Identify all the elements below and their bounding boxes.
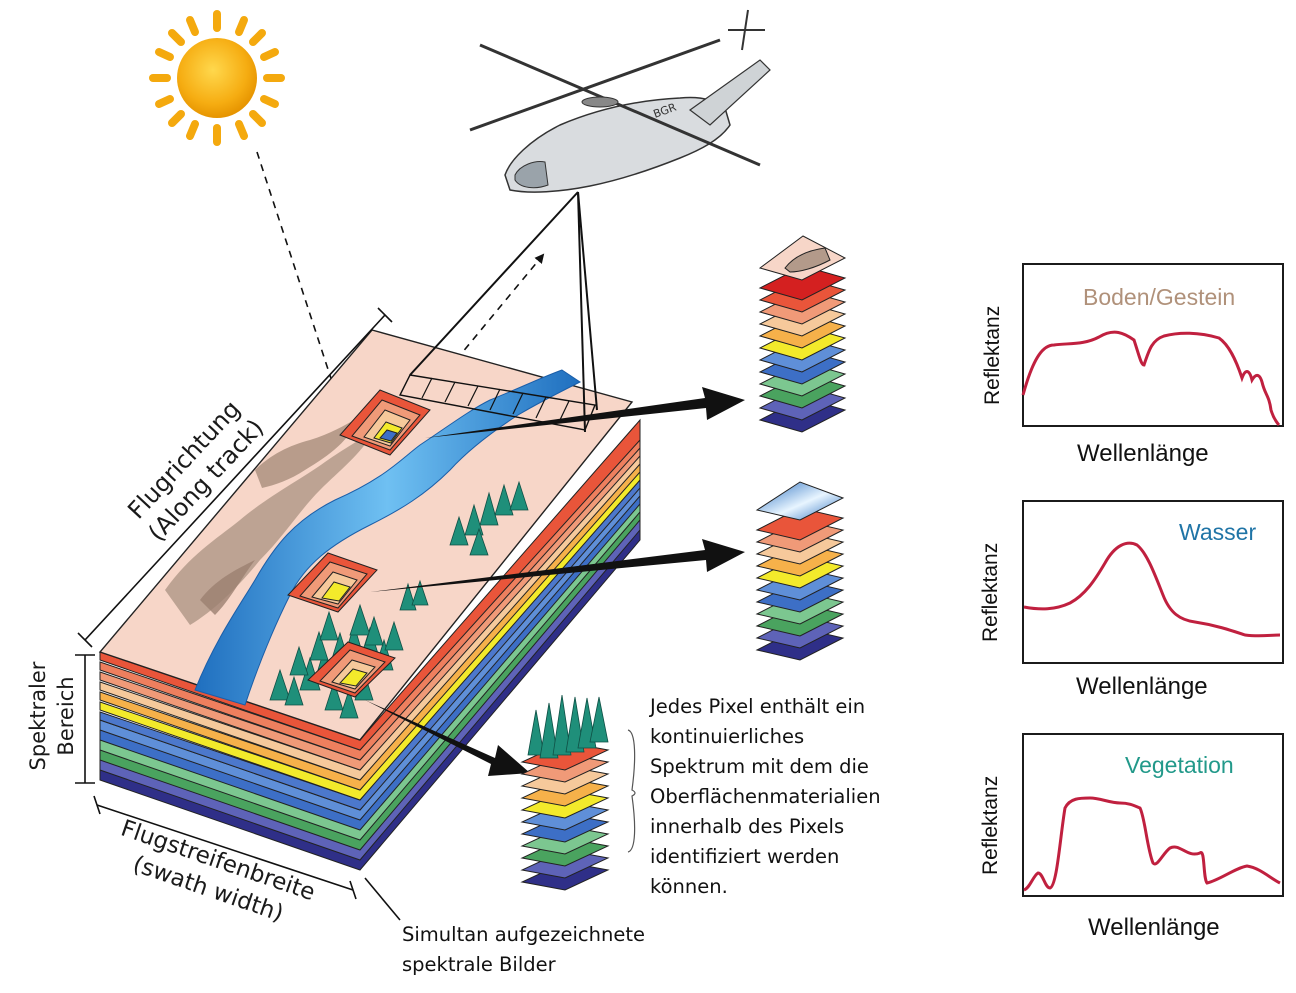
graph-ylabel: Reflektanz: [981, 305, 1004, 405]
description-line: Oberflächenmaterialien: [650, 785, 881, 808]
graph-xlabel: Wellenlänge: [1077, 440, 1209, 467]
graph-title: Boden/Gestein: [1083, 284, 1236, 310]
graph-ylabel: Reflektanz: [979, 775, 1002, 875]
pixel-arrows: [365, 387, 745, 776]
pixel-stack-water: [755, 481, 845, 661]
ground-surface: [98, 329, 634, 741]
dimension-lines: [75, 307, 401, 921]
curve-soil: [1021, 330, 1281, 427]
pixel-marker-water: [287, 552, 378, 613]
sensor-cone: [409, 191, 598, 433]
graph-soil: Boden/Gestein Reflektanz Wellenlänge: [975, 258, 1295, 473]
graph-xlabel: Wellenlänge: [1076, 673, 1208, 700]
graph-xlabel: Wellenlänge: [1088, 914, 1220, 941]
graph-water: Wasser Reflektanz Wellenlänge: [975, 495, 1295, 710]
curve-water: [1023, 541, 1281, 638]
description-line: identifiziert werden: [650, 845, 840, 868]
description-line: kontinuierliches: [650, 725, 805, 748]
description-line: innerhalb des Pixels: [650, 815, 845, 838]
graph-frame: [1022, 500, 1284, 664]
sun-icon: [149, 10, 285, 146]
graph-ylabel: Reflektanz: [979, 542, 1002, 642]
pixel-stack-vegetation: [520, 694, 636, 891]
graph-title: Wasser: [1179, 519, 1257, 545]
spectral-range-text: Bereich: [54, 676, 78, 756]
pixel-description: Jedes Pixel enthält ein kontinuierliches…: [650, 692, 881, 902]
graph-vegetation: Vegetation Reflektanz Wellenlänge: [975, 728, 1295, 943]
pixel-marker-vegetation: [307, 641, 396, 698]
spectral-text: Spektraler: [26, 661, 50, 771]
pixel-marker-soil: [339, 389, 431, 456]
graph-frame: [1022, 733, 1284, 897]
description-line: können.: [650, 875, 728, 898]
helicopter-icon: BGR: [469, 9, 771, 193]
incident-ray: [256, 151, 360, 460]
main-band-stack: [99, 418, 641, 871]
curve-vegetation: [1023, 796, 1281, 892]
caption-line: spektrale Bilder: [402, 953, 556, 976]
caption-line: Simultan aufgezeichnete: [402, 923, 645, 946]
graph-title: Vegetation: [1125, 752, 1234, 778]
description-line: Jedes Pixel enthält ein: [650, 695, 866, 718]
description-line: Spektrum mit dem die: [650, 755, 869, 778]
pixel-stack-soil: [758, 235, 847, 433]
caption: Simultan aufgezeichnete spektrale Bilder: [402, 920, 645, 980]
spectral-range-label: Spektraler Bereich: [24, 646, 80, 786]
